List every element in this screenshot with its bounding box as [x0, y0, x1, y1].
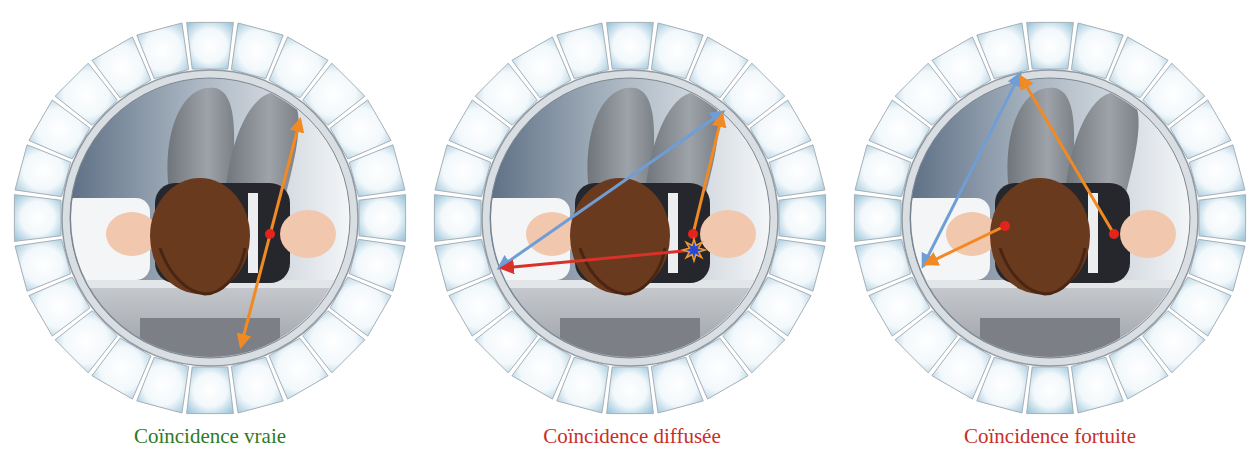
- detector-block: [779, 195, 826, 242]
- leg: [645, 92, 719, 198]
- hair: [150, 178, 250, 294]
- patient: [60, 88, 360, 380]
- hair-strand: [160, 248, 245, 294]
- annihilation-point: [688, 229, 698, 239]
- pet-scanner: [434, 22, 825, 413]
- detector-block: [1199, 195, 1246, 242]
- arm: [1120, 210, 1176, 258]
- hair-strand: [1000, 248, 1085, 294]
- detector-block: [434, 195, 481, 242]
- hair: [570, 178, 670, 294]
- detector-block: [769, 145, 825, 197]
- detector-block: [187, 367, 234, 414]
- bed-support: [980, 318, 1120, 378]
- pet-scanner: [14, 22, 405, 413]
- photon-ray: [926, 226, 1005, 264]
- photon-ray: [502, 250, 694, 268]
- detector-block: [607, 367, 654, 414]
- detector-block: [435, 239, 491, 291]
- detector-block: [1189, 145, 1245, 197]
- detector-block: [137, 23, 189, 79]
- annihilation-point: [1000, 221, 1010, 231]
- annihilation-point: [265, 229, 275, 239]
- detector-block: [359, 195, 406, 242]
- detector-block: [187, 22, 234, 69]
- detector-block: [855, 239, 911, 291]
- patient: [900, 88, 1200, 380]
- detector-block: [607, 22, 654, 69]
- photon-ray: [499, 112, 723, 268]
- detector-block: [651, 357, 703, 413]
- detector-block: [1027, 367, 1074, 414]
- detector-block: [557, 23, 609, 79]
- caption: Coïncidence vraie: [134, 424, 286, 449]
- bed-support: [140, 318, 280, 378]
- detector-block: [349, 145, 405, 197]
- leg: [1065, 92, 1139, 198]
- detector-block: [15, 239, 71, 291]
- detector-block: [1027, 22, 1074, 69]
- caption: Coïncidence fortuite: [964, 424, 1136, 449]
- detector-block: [1071, 357, 1123, 413]
- photon-ray: [693, 115, 722, 234]
- scatter-point: [683, 239, 705, 261]
- hair: [990, 178, 1090, 294]
- pet-scanner: [854, 22, 1245, 413]
- detector-block: [977, 23, 1029, 79]
- annihilation-point: [1109, 229, 1119, 239]
- detector-block: [231, 357, 283, 413]
- photon-ray: [923, 74, 1020, 266]
- arm: [700, 210, 756, 258]
- photon-ray: [1021, 77, 1114, 234]
- arm: [280, 210, 336, 258]
- detector-block: [14, 195, 61, 242]
- detector-block: [854, 195, 901, 242]
- patient: [480, 88, 780, 380]
- leg: [225, 92, 299, 198]
- photon-ray: [241, 120, 300, 346]
- bed-support: [560, 318, 700, 378]
- caption: Coïncidence diffusée: [543, 424, 720, 449]
